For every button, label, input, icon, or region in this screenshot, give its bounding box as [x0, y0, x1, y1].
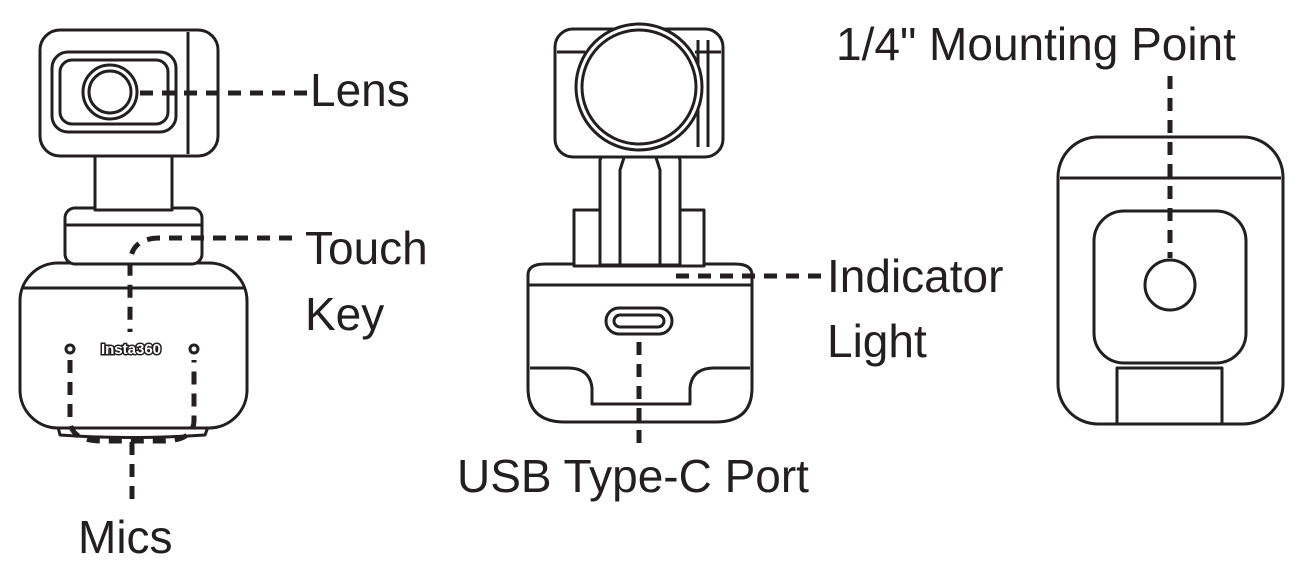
bottom-view-camera	[1056, 135, 1285, 426]
rear-ball-joint-icon	[574, 22, 704, 152]
rear-view-camera	[526, 22, 754, 424]
indicator-label-line1: Indicator	[827, 250, 1003, 302]
mounting-point-label: 1/4" Mounting Point	[836, 18, 1236, 70]
lens-label: Lens	[310, 64, 410, 116]
indicator-label-line2: Light	[827, 315, 927, 367]
mounting-hole-icon	[1143, 258, 1197, 312]
usb-port-label: USB Type-C Port	[457, 450, 809, 502]
mics-leader-line	[67, 360, 197, 444]
brand-logo: Insta360	[101, 341, 161, 358]
mics-label: Mics	[78, 511, 173, 563]
mic-left-icon	[64, 343, 76, 355]
mic-right-icon	[188, 343, 200, 355]
front-lens-icon	[81, 63, 139, 121]
touch-key-leader-line	[127, 235, 292, 332]
usb-c-port-icon	[604, 306, 674, 336]
touch-key-label-line1: Touch	[305, 222, 428, 274]
touch-key-label-line2: Key	[305, 288, 384, 340]
front-view-camera: Insta360	[18, 28, 249, 439]
